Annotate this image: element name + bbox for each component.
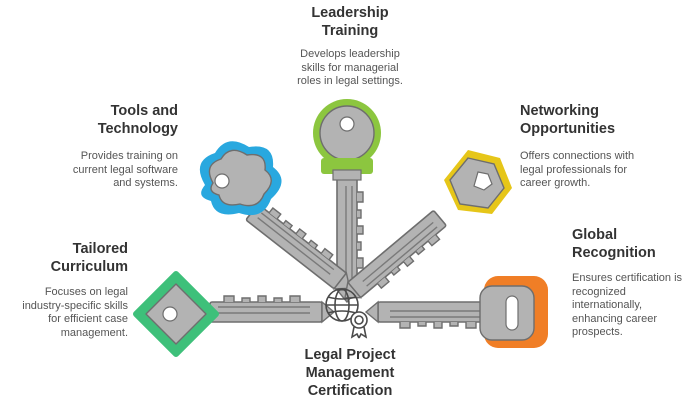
key-tailored	[209, 295, 335, 323]
label-tailored: Tailored Curriculum Focuses on legal ind…	[0, 240, 128, 340]
globe-certificate-icon	[325, 288, 368, 339]
tools-description: Provides training on current legal softw…	[72, 150, 178, 189]
leadership-description: Develops leadership skills for manageria…	[297, 48, 403, 87]
label-networking: Networking Opportunities Offers connecti…	[520, 102, 690, 191]
cloud-key-icon	[199, 141, 282, 216]
tailored-title: Tailored Curriculum	[50, 241, 128, 275]
networking-description: Offers connections with legal profession…	[520, 150, 635, 189]
tailored-description: Focuses on legal industry-specific skill…	[22, 286, 128, 339]
label-leadership: Leadership Training Develops leadership …	[250, 4, 450, 89]
center-title: Legal Project Management Certification	[304, 347, 396, 399]
label-tools: Tools and Technology Provides training o…	[40, 102, 178, 191]
hexagon-key-icon	[444, 150, 512, 214]
round-key-icon	[313, 99, 381, 181]
key-global	[365, 301, 491, 329]
rounded-square-key-icon	[479, 276, 548, 348]
diamond-key-icon	[133, 271, 219, 357]
global-title: Global Recognition	[572, 227, 656, 261]
label-global: Global Recognition Ensures certification…	[572, 226, 697, 340]
tools-title: Tools and Technology	[97, 103, 178, 137]
leadership-title: Leadership Training	[311, 5, 389, 39]
global-description: Ensures certification is recognized inte…	[572, 272, 683, 338]
networking-title: Networking Opportunities	[520, 103, 616, 137]
